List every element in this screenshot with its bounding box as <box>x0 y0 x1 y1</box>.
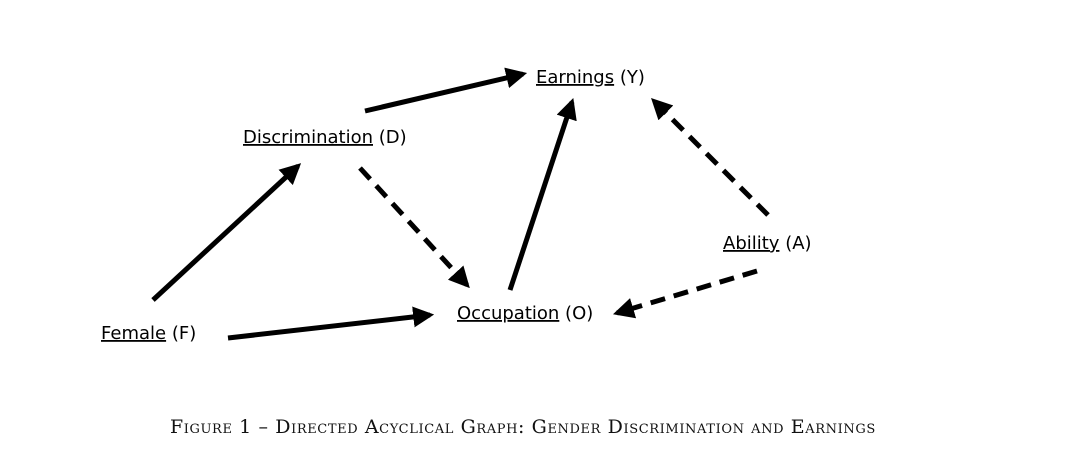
node-earnings-name: Earnings <box>536 67 614 88</box>
edge-discrimination-to-occupation <box>358 166 470 289</box>
node-occupation-symbol: (O) <box>565 303 593 324</box>
node-ability: Ability (A) <box>723 233 812 254</box>
node-ability-symbol: (A) <box>785 233 811 254</box>
edge-occupation-to-earnings <box>507 98 577 291</box>
node-female-name: Female <box>101 323 166 344</box>
node-ability-name: Ability <box>723 233 780 254</box>
node-earnings-symbol: (Y) <box>620 67 645 88</box>
node-discrimination: Discrimination (D) <box>243 127 407 148</box>
figure-caption: Figure 1 – Directed Acyclical Graph: Gen… <box>170 416 876 438</box>
node-discrimination-symbol: (D) <box>379 127 407 148</box>
edge-female-to-discrimination <box>151 163 302 302</box>
edge-ability-to-earnings <box>651 98 770 217</box>
node-female-symbol: (F) <box>172 323 196 344</box>
node-female: Female (F) <box>101 323 196 344</box>
node-discrimination-name: Discrimination <box>243 127 373 148</box>
node-occupation: Occupation (O) <box>457 303 593 324</box>
edge-discrimination-to-earnings <box>364 67 528 114</box>
edge-female-to-occupation <box>227 306 435 341</box>
edge-ability-to-occupation <box>612 268 758 319</box>
node-occupation-name: Occupation <box>457 303 559 324</box>
node-earnings: Earnings (Y) <box>536 67 645 88</box>
